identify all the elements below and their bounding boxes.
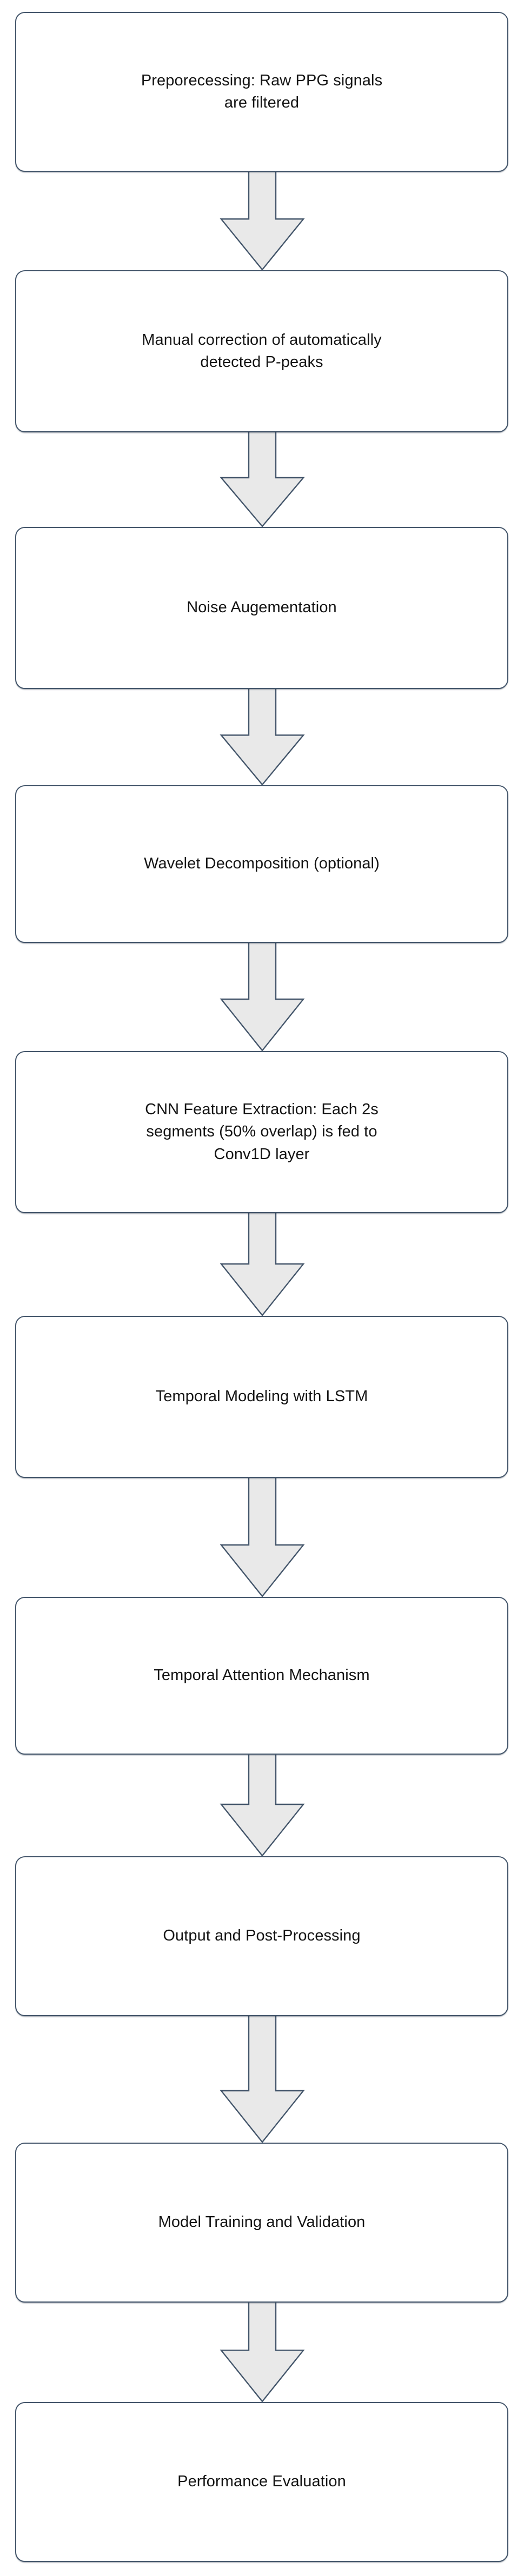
flow-arrow-connector [0,432,524,527]
down-arrow-icon [220,943,305,1051]
down-arrow-icon [220,1755,305,1856]
flow-node-temporal-attention[interactable]: Temporal Attention Mechanism [15,1597,508,1755]
flow-node-label: Manual correction of automatically detec… [142,331,382,371]
flow-node-label: Noise Augementation [187,599,337,617]
flow-node-label: Performance Evaluation [177,2473,346,2491]
down-arrow-icon [220,2016,305,2143]
flow-node-label: CNN Feature Extraction: Each 2s segments… [145,1101,379,1163]
down-arrow-icon [220,1213,305,1316]
flow-node-label: Output and Post-Processing [163,1927,361,1945]
flow-arrow-connector [0,1478,524,1597]
down-arrow-icon [220,1478,305,1597]
flow-node-noise-augementation[interactable]: Noise Augementation [15,527,508,689]
flow-node-cnn-feature-extraction[interactable]: CNN Feature Extraction: Each 2s segments… [15,1051,508,1213]
flow-arrow-connector [0,689,524,785]
flow-node-preprocessing[interactable]: Preporecessing: Raw PPG signals are filt… [15,12,508,172]
down-arrow-icon [220,432,305,527]
flow-node-wavelet-decomposition[interactable]: Wavelet Decomposition (optional) [15,785,508,943]
flow-node-label: Wavelet Decomposition (optional) [144,855,380,873]
flow-node-manual-correction[interactable]: Manual correction of automatically detec… [15,270,508,432]
down-arrow-icon [220,172,305,270]
flow-node-label: Temporal Modeling with LSTM [155,1388,368,1406]
flow-node-label: Model Training and Validation [158,2213,366,2231]
flow-arrow-connector [0,1213,524,1316]
flow-arrow-connector [0,2016,524,2143]
flow-node-label: Preporecessing: Raw PPG signals are filt… [141,71,383,111]
flow-arrow-connector [0,172,524,270]
down-arrow-icon [220,689,305,785]
flow-arrow-connector [0,943,524,1051]
flow-node-model-training-validation[interactable]: Model Training and Validation [15,2143,508,2303]
flow-arrow-connector [0,1755,524,1856]
flow-node-output-postprocessing[interactable]: Output and Post-Processing [15,1856,508,2016]
flow-node-temporal-modeling-lstm[interactable]: Temporal Modeling with LSTM [15,1316,508,1478]
flow-node-performance-evaluation[interactable]: Performance Evaluation [15,2402,508,2562]
flow-arrow-connector [0,2303,524,2402]
flow-node-label: Temporal Attention Mechanism [154,1667,370,1684]
down-arrow-icon [220,2303,305,2402]
